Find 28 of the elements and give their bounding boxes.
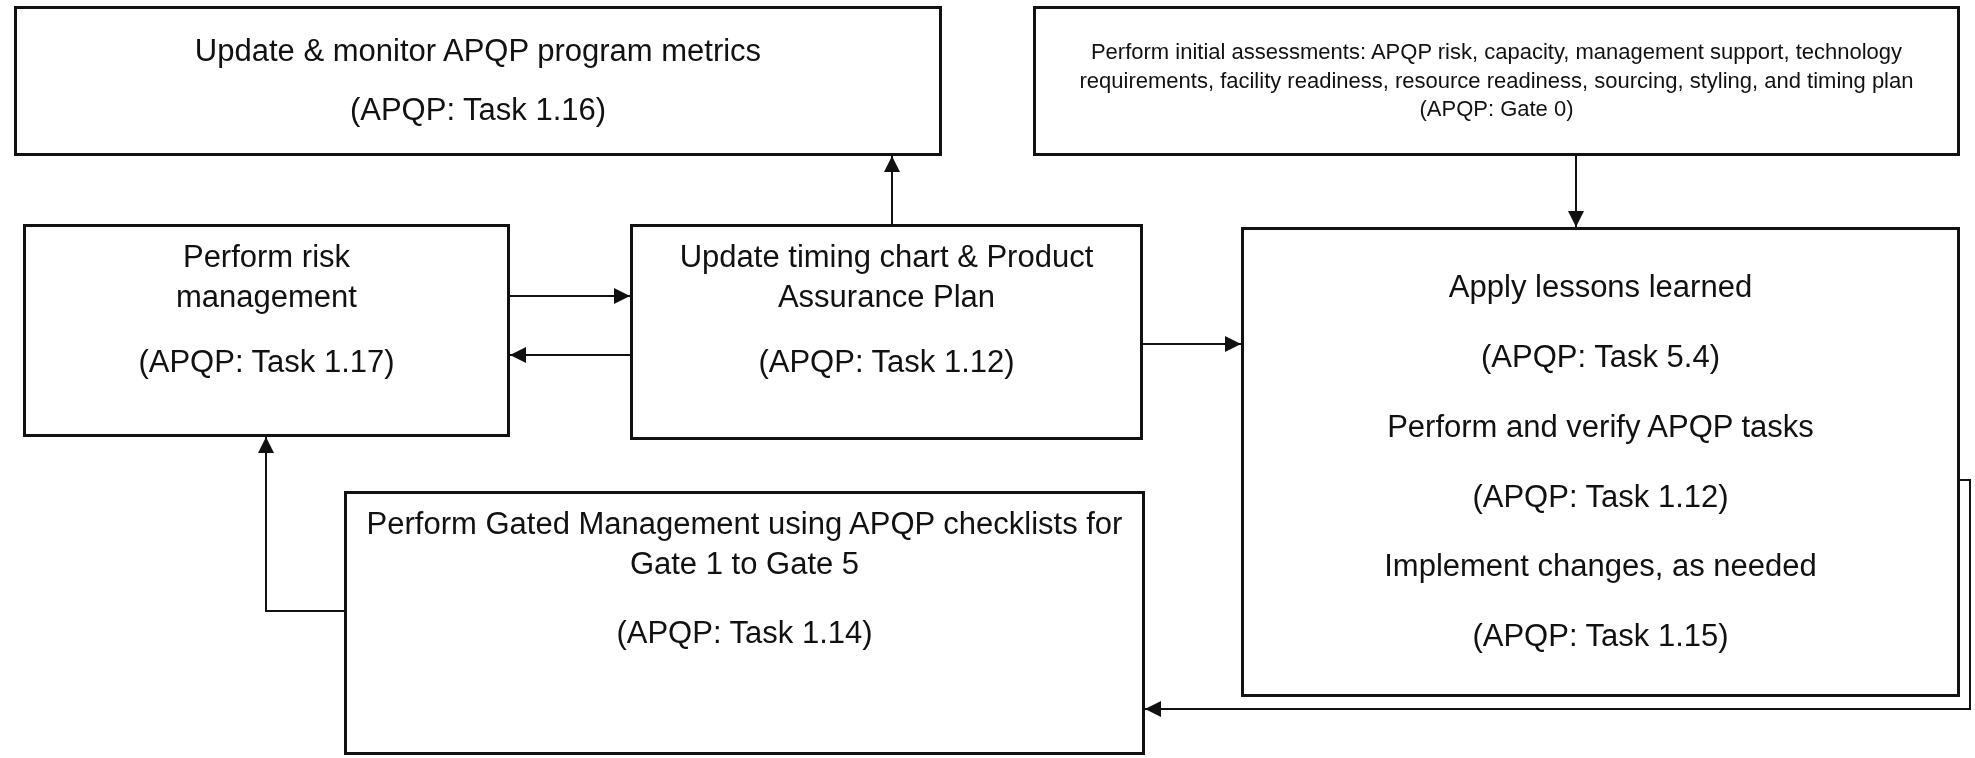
box-text: (APQP: Task 1.17) [138,342,395,381]
box-text: Perform and verify APQP tasks [1387,407,1814,446]
process-box [630,224,1143,440]
box-text: (APQP: Task 1.12) [758,342,1015,381]
box-text: Apply lessons learned [1448,268,1753,307]
process-box [344,491,1145,755]
arrow [258,436,345,612]
box-text: Perform Gated Management using APQP checklists for Gate 1 to Gate 5 [365,505,1124,584]
arrow [1568,155,1584,228]
arrow [884,155,900,225]
box-text: Perform initial assessments: APQP risk, capacity, management support, technology requirements, facility readiness, resource readiness, sourcing, styling, and timing plan (APQP: Gate 0) [1078,38,1915,124]
process-box [1033,6,1960,156]
process-box [23,224,510,437]
box-text: Perform risk management [175,238,358,317]
arrow [1144,479,1971,717]
box-text: (APQP: Task 1.14) [616,613,873,652]
process-box [14,6,942,156]
arrow [1142,336,1242,352]
box-text: (APQP: Task 5.4) [1481,338,1720,377]
arrow [509,288,631,304]
arrow [509,347,631,363]
process-box [1241,227,1960,697]
box-text: (APQP: Task 1.16) [349,91,607,130]
box-text: Update timing chart & Product Assurance Plan [678,238,1095,317]
box-text: Update & monitor APQP program metrics [194,32,762,71]
box-text: (APQP: Task 1.15) [1472,617,1729,656]
box-text: Implement changes, as needed [1384,547,1817,586]
box-text: (APQP: Task 1.12) [1472,477,1729,516]
